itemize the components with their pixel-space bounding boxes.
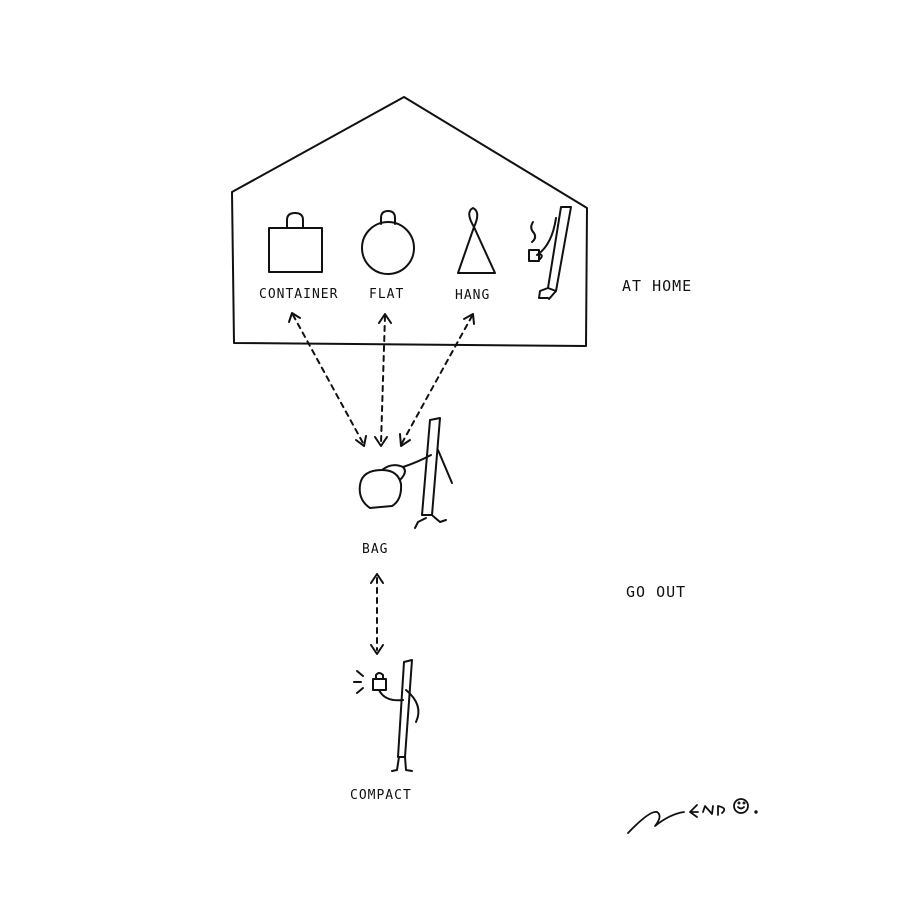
hang-label: HANG xyxy=(455,288,491,303)
house-outline xyxy=(231,96,588,347)
arrowhead-flat-top xyxy=(378,313,392,324)
arrowhead-container-top xyxy=(288,312,301,323)
compact-figure-icon xyxy=(353,659,420,772)
arrow-container-to-bag xyxy=(292,314,364,444)
arrowhead-hang-bottom xyxy=(399,433,411,447)
at-home-label: AT HOME xyxy=(622,277,693,295)
signature-mark xyxy=(627,798,758,834)
compact-label: COMPACT xyxy=(350,788,412,803)
arrowhead-compact-bottom xyxy=(370,644,384,655)
arrowhead-container-bottom xyxy=(355,435,367,447)
container-bag-icon xyxy=(268,212,323,273)
hang-bag-icon xyxy=(457,207,496,274)
bag-label: BAG xyxy=(362,542,389,557)
flat-bag-icon xyxy=(361,210,415,275)
arrowhead-bag-top xyxy=(370,573,384,584)
arrow-hang-to-bag xyxy=(401,315,473,444)
arrowhead-flat-bottom xyxy=(374,436,388,447)
arrow-flat-to-bag xyxy=(380,315,386,444)
walking-figure-icon xyxy=(358,417,453,529)
hanging-figure-icon xyxy=(528,206,572,300)
go-out-label: GO OUT xyxy=(626,583,687,601)
arrowhead-hang-top xyxy=(463,313,475,325)
flat-label: FLAT xyxy=(369,287,405,302)
container-label: CONTAINER xyxy=(259,287,339,302)
